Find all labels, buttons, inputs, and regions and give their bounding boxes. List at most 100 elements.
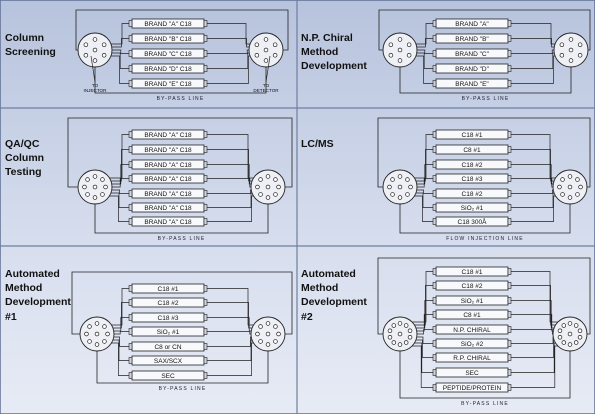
column-end-fitting <box>507 326 512 333</box>
column-end-fitting <box>128 299 133 306</box>
outlet-valve-center-port <box>567 331 573 337</box>
column-end-fitting <box>507 340 512 347</box>
inlet-valve-port <box>387 335 393 340</box>
column-label: C18 #2 <box>462 283 483 290</box>
column-label: C18 #2 <box>462 162 483 169</box>
bypass-tubing <box>96 351 269 384</box>
column-end-fitting <box>507 354 512 361</box>
column-label: BRAND "C" <box>455 51 490 58</box>
column-end-fitting <box>507 218 512 225</box>
inlet-valve-port <box>406 53 412 58</box>
panel-title-column-screening: Column Screening <box>5 32 56 59</box>
column-label: C18 #1 <box>462 132 483 139</box>
column-label: SiO₂ #1 <box>461 205 484 212</box>
inlet-valve-port <box>85 177 90 182</box>
column-end-fitting <box>432 297 437 304</box>
panel-title-lcms: LC/MS <box>301 138 334 150</box>
outlet-valve-port <box>258 324 263 329</box>
column-end-fitting <box>432 282 437 289</box>
column-end-fitting <box>507 131 512 138</box>
column-end-fitting <box>507 297 512 304</box>
column-end-fitting <box>507 311 512 318</box>
column-label: BRAND "A" C18 <box>144 176 192 183</box>
column-label: SiO₂ #2 <box>461 341 484 348</box>
column-label: SAX/SCX <box>154 358 183 365</box>
column-end-fitting <box>128 285 133 292</box>
column-end-fitting <box>203 372 208 379</box>
column-label: BRAND "A" C18 <box>144 21 192 28</box>
inlet-valve-port <box>83 53 89 58</box>
outlet-valve-port <box>254 53 260 58</box>
column-end-fitting <box>128 20 133 27</box>
outlet-valve-port <box>560 192 565 197</box>
column-end-fitting <box>432 369 437 376</box>
column-end-fitting <box>203 190 208 197</box>
tubing-loop <box>377 257 591 335</box>
column-end-fitting <box>128 314 133 321</box>
inlet-valve-port <box>87 324 92 329</box>
outlet-valve-port <box>577 42 583 47</box>
inlet-valve-port <box>84 331 89 337</box>
inlet-valve-port <box>397 58 403 63</box>
bypass-tubing <box>94 204 269 234</box>
column-outlet-tubing <box>508 285 567 326</box>
inlet-valve-port <box>408 184 413 190</box>
column-end-fitting <box>128 343 133 350</box>
column-end-fitting <box>203 328 208 335</box>
inlet-valve-port <box>387 184 392 190</box>
outlet-valve-port <box>276 331 281 337</box>
column-label: PEPTIDE/PROTEIN <box>443 385 502 392</box>
column-label: BRAND "B" <box>455 36 489 43</box>
outlet-valve-port <box>272 42 278 47</box>
column-end-fitting <box>507 268 512 275</box>
column-end-fitting <box>203 20 208 27</box>
inlet-valve-port <box>403 323 409 328</box>
inlet-valve-port <box>101 42 107 47</box>
inlet-valve-center-port <box>397 47 403 53</box>
inlet-valve-port <box>100 177 105 182</box>
outlet-valve-port <box>559 42 565 47</box>
outlet-valve-port <box>567 342 573 347</box>
column-end-fitting <box>128 80 133 87</box>
outlet-valve-port <box>255 331 260 337</box>
outlet-valve-port <box>573 340 579 345</box>
inlet-valve-center-port <box>92 47 98 53</box>
outlet-valve-port <box>258 177 263 182</box>
tubing-loop <box>71 271 293 335</box>
inlet-valve-center-port <box>92 184 98 190</box>
column-outlet-tubing <box>204 195 265 222</box>
outlet-valve-port <box>567 174 573 179</box>
column-outlet-tubing <box>508 345 567 388</box>
column-label: BRAND "A" <box>455 21 489 28</box>
outlet-valve-port <box>567 321 573 326</box>
column-end-fitting <box>432 190 437 197</box>
column-end-fitting <box>128 218 133 225</box>
column-end-fitting <box>507 282 512 289</box>
column-label: BRAND "D" C18 <box>144 66 192 73</box>
bypass-tubing <box>399 351 571 399</box>
column-end-fitting <box>432 326 437 333</box>
outlet-valve-port <box>557 184 562 190</box>
inlet-valve-port <box>406 42 412 47</box>
column-end-fitting <box>203 80 208 87</box>
column-end-fitting <box>507 190 512 197</box>
inlet-valve-port <box>100 192 105 197</box>
column-end-fitting <box>507 175 512 182</box>
inlet-valve-port <box>397 174 403 179</box>
inlet-valve-port <box>388 42 394 47</box>
column-label: BRAND "B" C18 <box>144 36 192 43</box>
outlet-valve-center-port <box>263 47 269 53</box>
outlet-valve-center-port <box>265 184 271 190</box>
bypass-line-label: FLOW INJECTION LINE <box>446 236 524 242</box>
column-end-fitting <box>203 35 208 42</box>
inlet-valve-port <box>101 53 107 58</box>
panel-title-auto-method-1: Automated Method Development #1 <box>5 268 71 323</box>
column-label: BRAND "A" C18 <box>144 191 192 198</box>
column-end-fitting <box>432 340 437 347</box>
outlet-valve-port <box>557 328 563 333</box>
outlet-valve-port <box>575 192 580 197</box>
column-end-fitting <box>203 161 208 168</box>
column-end-fitting <box>128 372 133 379</box>
column-end-fitting <box>203 65 208 72</box>
